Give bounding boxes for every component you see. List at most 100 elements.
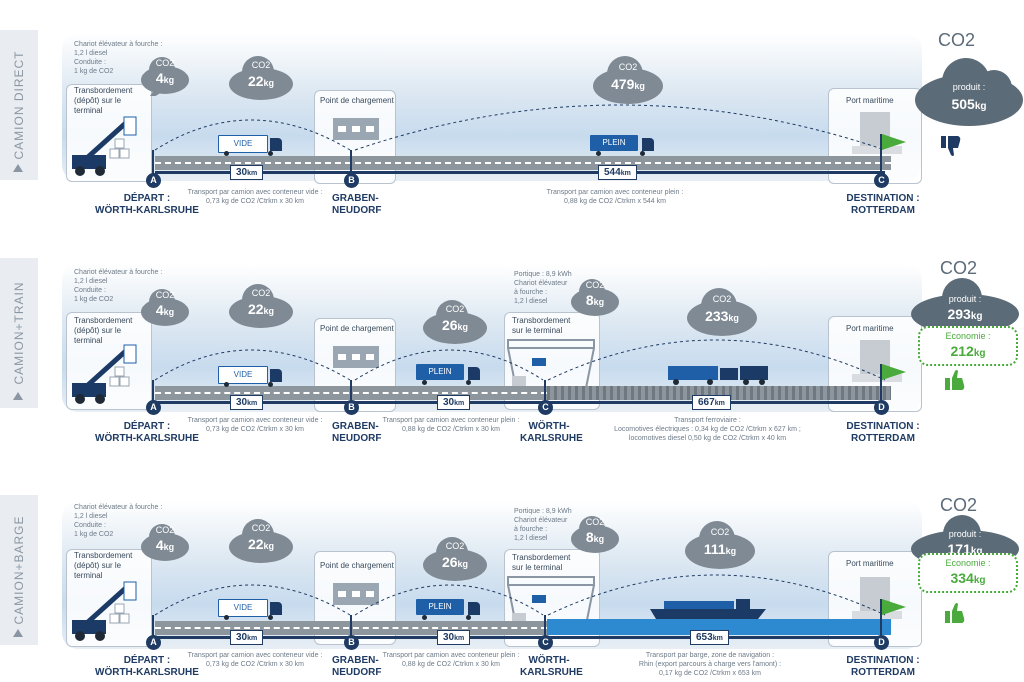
triangle-icon — [13, 629, 23, 637]
co2-cloud: CO2 22kg — [228, 282, 294, 330]
co2-cloud: CO2 26kg — [422, 535, 488, 583]
marker-b: B — [344, 400, 359, 415]
distance-label: 30km — [230, 165, 264, 180]
tick-b — [350, 615, 352, 639]
produced-cloud: produit : 293kg — [910, 278, 1020, 334]
reach-stacker-icon — [72, 116, 137, 176]
distance-label: 30km — [437, 395, 471, 410]
co2-cloud: CO2 8kg — [570, 276, 620, 318]
side-label: CAMION+TRAIN — [0, 258, 38, 408]
side-label-text: CAMION DIRECT — [12, 50, 26, 160]
truck-full: PLEIN — [416, 364, 482, 385]
warehouse-icon — [333, 583, 379, 605]
warehouse-icon — [333, 118, 379, 140]
truck-empty: VIDE — [218, 135, 284, 156]
place-destination: DESTINATION :ROTTERDAM — [846, 421, 920, 444]
place-depart: DÉPART :WÖRTH-KARLSRUHE — [95, 421, 199, 444]
port-label: Port maritime — [846, 559, 894, 568]
forklift-note: Chariot élévateur à fourche :1,2 l diese… — [74, 269, 163, 303]
truck-empty: VIDE — [218, 599, 284, 620]
co2-cloud: CO2 8kg — [570, 513, 620, 555]
distance-label: 30km — [437, 630, 471, 645]
side-label-text: CAMION+BARGE — [12, 515, 26, 625]
place-grabenneudorf: GRABEN-NEUDORF — [332, 655, 382, 678]
route-baseline — [155, 636, 885, 639]
co2-cloud: CO2 4kg — [140, 521, 190, 563]
panel-camion-barge: CAMION+BARGE Chariot élévateur à fourche… — [0, 495, 1024, 682]
co2-summary-title: CO2 — [940, 258, 978, 278]
train-icon — [668, 366, 768, 385]
marker-b: B — [344, 173, 359, 188]
co2-cloud: CO2 233kg — [686, 286, 758, 338]
marker-a: A — [146, 635, 161, 650]
co2-cloud: CO2 26kg — [422, 298, 488, 346]
panel-camion-train: CAMION+TRAIN Chariot élévateur à fourche… — [0, 258, 1024, 463]
co2-cloud: CO2 22kg — [228, 517, 294, 565]
co2-summary-title: CO2 — [940, 495, 978, 515]
marker-a: A — [146, 400, 161, 415]
panel-camion-direct: CAMION DIRECT Chariot élévateur à fourch… — [0, 30, 1024, 235]
route-note: Transport par barge, zone de navigation … — [638, 652, 782, 677]
tick-a — [152, 615, 154, 639]
marker-c: C — [874, 173, 889, 188]
flag-icon — [880, 599, 906, 625]
co2-summary-title: CO2 — [938, 30, 976, 50]
marker-c: C — [538, 635, 553, 650]
route-note: Transport par camion avec conteneur plei… — [546, 189, 684, 205]
forklift-note: Chariot élévateur à fourche :1,2 l diese… — [74, 504, 163, 538]
reach-stacker-icon — [72, 344, 137, 404]
co2-cloud: CO2 111kg — [684, 519, 756, 571]
route-note: Transport par camion avec conteneur vide… — [187, 652, 323, 668]
tick-a — [152, 380, 154, 404]
loading-point-label: Point de chargement — [320, 324, 394, 333]
barge-icon — [650, 599, 766, 619]
marker-b: B — [344, 635, 359, 650]
marker-a: A — [146, 173, 161, 188]
co2-cloud: CO2 4kg — [140, 54, 190, 96]
distance-label: 30km — [230, 630, 264, 645]
tick-b — [350, 380, 352, 404]
side-label: CAMION DIRECT — [0, 30, 38, 180]
route-baseline — [155, 401, 885, 404]
truck-full: PLEIN — [416, 599, 482, 620]
route-baseline — [155, 171, 885, 174]
distance-label: 653km — [690, 630, 729, 645]
place-grabenneudorf: GRABEN-NEUDORF — [332, 421, 382, 444]
saving-box: Economie : 334kg — [918, 553, 1018, 593]
route-note: Transport par camion avec conteneur vide… — [187, 189, 323, 205]
thumbs-up-icon — [945, 603, 965, 623]
co2-cloud: CO2 479kg — [592, 54, 664, 106]
route-note: Transport par camion avec conteneur plei… — [382, 652, 520, 668]
loading-point-label: Point de chargement — [320, 96, 394, 105]
truck-full: PLEIN — [590, 135, 656, 156]
triangle-icon — [13, 164, 23, 172]
saving-box: Economie : 212kg — [918, 326, 1018, 366]
side-label: CAMION+BARGE — [0, 495, 38, 645]
tick-d — [880, 380, 882, 404]
marker-d: D — [874, 400, 889, 415]
route-arcs — [154, 339, 886, 381]
marker-d: D — [874, 635, 889, 650]
port-label: Port maritime — [846, 96, 894, 105]
tick-c — [544, 380, 546, 404]
triangle-icon — [13, 392, 23, 400]
produced-cloud: produit : 505kg — [914, 56, 1024, 128]
gantry-crane-icon — [507, 339, 595, 389]
side-label-text: CAMION+TRAIN — [12, 281, 26, 385]
distance-label: 30km — [230, 395, 264, 410]
place-worth: WÖRTH-KARLSRUHE — [520, 421, 583, 444]
tick-d — [880, 615, 882, 639]
place-grabenneudorf: GRABEN-NEUDORF — [332, 193, 382, 216]
distance-label: 544km — [598, 165, 637, 180]
flag-icon — [880, 134, 906, 160]
route-arcs — [154, 104, 886, 151]
route-note: Transport par camion avec conteneur vide… — [187, 417, 323, 433]
forklift-note: Chariot élévateur à fourche :1,2 l diese… — [74, 41, 163, 75]
